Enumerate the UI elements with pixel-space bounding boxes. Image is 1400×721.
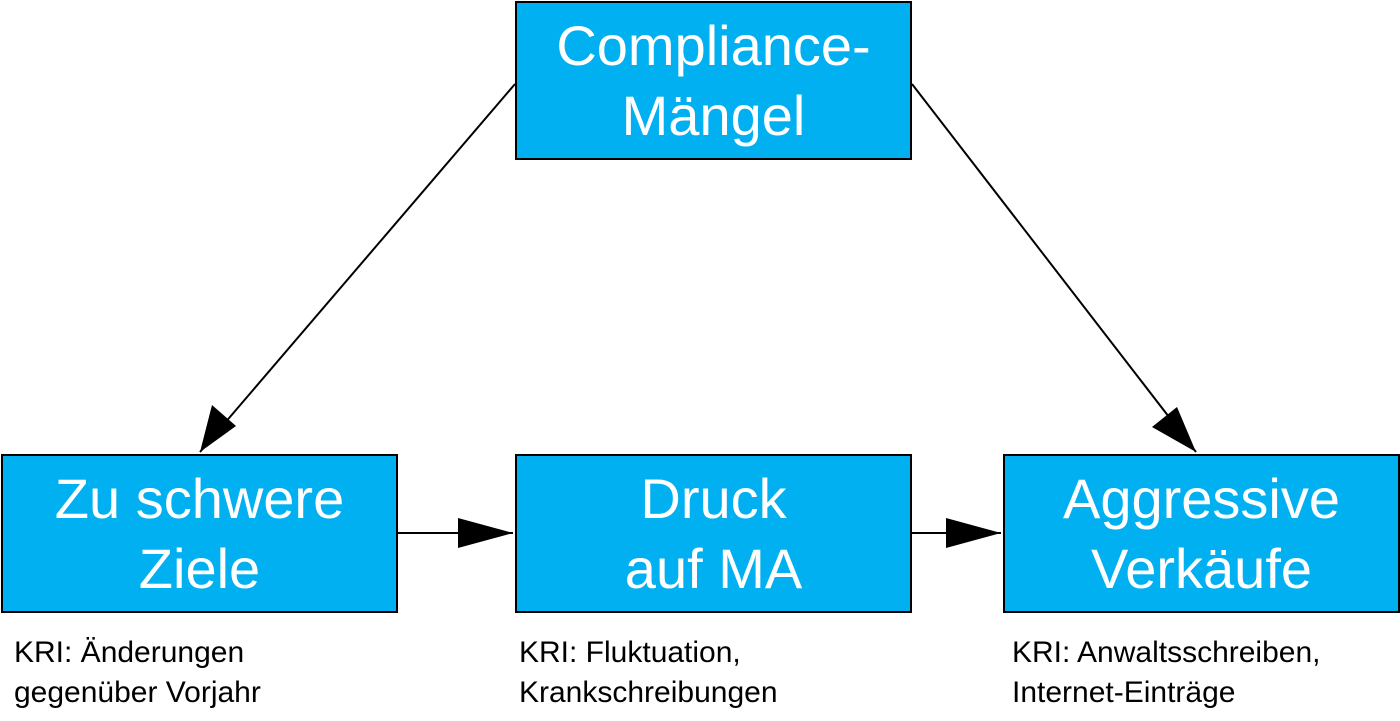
node-druck-auf-ma: Druck auf MA — [515, 454, 912, 613]
arrow-compliance-to-ziele — [199, 83, 516, 453]
node-aggressive-verkaeufe: Aggressive Verkäufe — [1003, 454, 1400, 613]
arrowhead-verkaeufe — [1152, 407, 1196, 452]
kri-ziele-line1: KRI: Änderungen — [14, 636, 245, 669]
arrowhead-verkaeufe-side — [946, 518, 1001, 548]
arrowhead-ziele — [200, 405, 236, 452]
node-compliance-maengel: Compliance- Mängel — [515, 1, 912, 160]
kri-label-ziele: KRI: Änderungen gegenüber Vorjahr — [14, 633, 261, 713]
node-zu-schwere-ziele: Zu schwere Ziele — [1, 454, 398, 613]
node-compliance-line1: Compliance- — [556, 13, 871, 77]
node-druck-line2: auf MA — [624, 536, 803, 600]
kri-label-druck: KRI: Fluktuation, Krankschreibungen — [519, 633, 778, 713]
kri-druck-line2: Krankschreibungen — [519, 676, 778, 709]
node-ziele-line2: Ziele — [138, 536, 261, 600]
kri-verkaeufe-line2: Internet-Einträge — [1012, 676, 1236, 709]
node-verkaeufe-line1: Aggressive — [1062, 466, 1341, 530]
arrowhead-druck — [458, 518, 513, 548]
node-ziele-line1: Zu schwere — [54, 466, 345, 530]
node-druck-line1: Druck — [640, 466, 787, 530]
kri-ziele-line2: gegenüber Vorjahr — [14, 676, 261, 709]
node-verkaeufe-line2: Verkäufe — [1090, 536, 1313, 600]
kri-verkaeufe-line1: KRI: Anwaltsschreiben, — [1012, 636, 1321, 669]
node-compliance-line2: Mängel — [621, 83, 806, 147]
kri-label-verkaeufe: KRI: Anwaltsschreiben, Internet-Einträge — [1012, 633, 1320, 713]
kri-druck-line1: KRI: Fluktuation, — [519, 636, 741, 669]
arrow-compliance-to-verkaeufe — [911, 83, 1197, 453]
